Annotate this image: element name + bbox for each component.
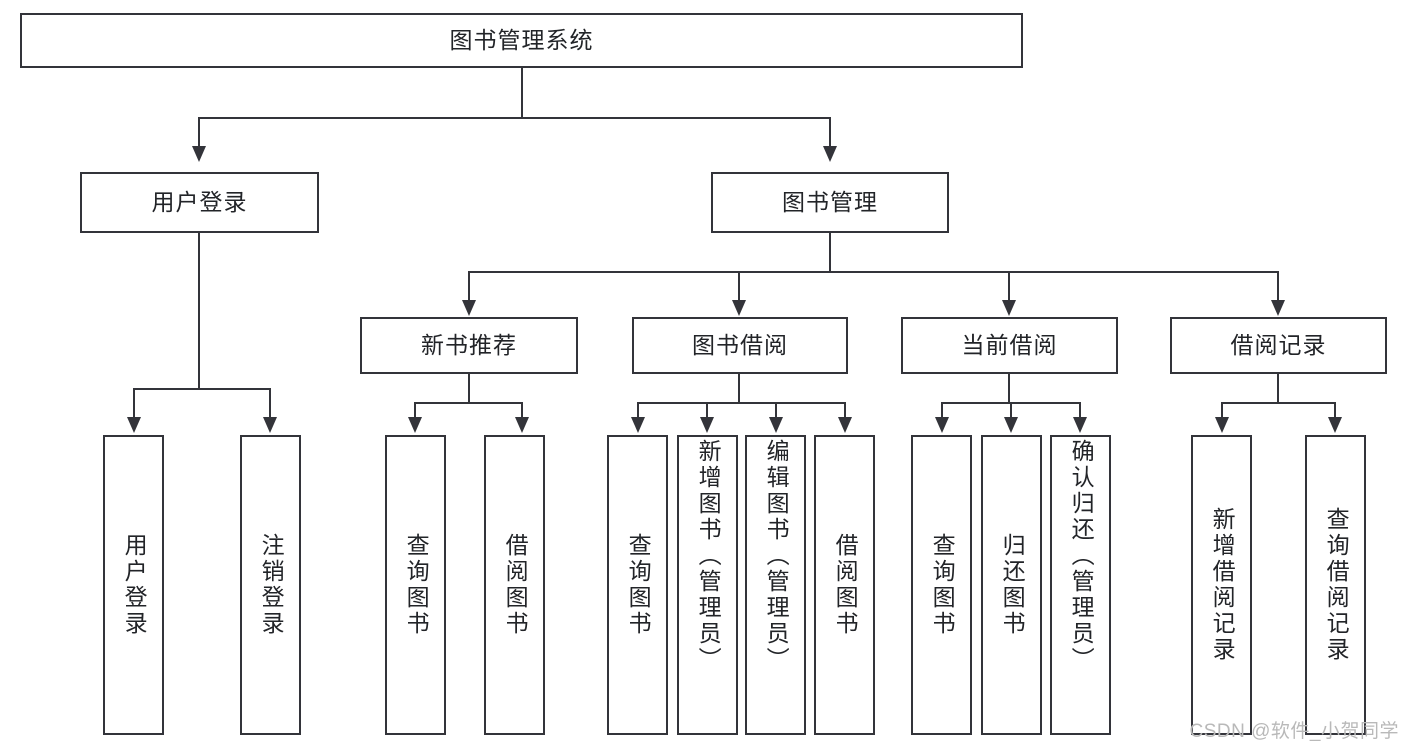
connector-level2-bus xyxy=(198,117,831,119)
connector-user-login-bus xyxy=(133,388,270,390)
connector-current-borrow-stem xyxy=(1008,374,1010,403)
connector-drop-br-leaf-1 xyxy=(1221,402,1223,418)
connector-drop-nbr-leaf-2 xyxy=(521,402,523,418)
node-label: 借阅图书 xyxy=(502,533,529,637)
arrowhead-book-borrow xyxy=(732,300,746,316)
arrowhead-cb-leaf-1 xyxy=(935,417,949,433)
connector-drop-user-login-leaf-2 xyxy=(269,388,271,418)
leaf-user-login-login[interactable]: 用户登录 xyxy=(103,435,164,735)
arrowhead-current-borrow xyxy=(1002,300,1016,316)
connector-drop-cb-leaf-1 xyxy=(941,402,943,418)
connector-drop-new-book-recommend xyxy=(468,271,470,301)
node-label: 注销登录 xyxy=(258,533,285,637)
leaf-book-borrow-add-book-admin[interactable]: 新增图书（管理员） xyxy=(677,435,738,735)
arrowhead-bb-leaf-4 xyxy=(838,417,852,433)
node-label: 查询图书 xyxy=(929,533,956,637)
arrowhead-nbr-leaf-2 xyxy=(515,417,529,433)
arrowhead-bb-leaf-3 xyxy=(769,417,783,433)
node-label: 新增借阅记录 xyxy=(1209,507,1236,663)
arrowhead-br-leaf-1 xyxy=(1215,417,1229,433)
connector-user-login-stem xyxy=(198,233,200,389)
node-label: 查询借阅记录 xyxy=(1323,507,1350,663)
leaf-user-login-logout[interactable]: 注销登录 xyxy=(240,435,301,735)
connector-drop-bb-leaf-4 xyxy=(844,402,846,418)
node-borrow-record[interactable]: 借阅记录 xyxy=(1170,317,1387,374)
connector-drop-nbr-leaf-1 xyxy=(414,402,416,418)
leaf-book-borrow-edit-book-admin[interactable]: 编辑图书（管理员） xyxy=(745,435,806,735)
connector-drop-current-borrow xyxy=(1008,271,1010,301)
connector-drop-book-borrow xyxy=(738,271,740,301)
arrowhead-cb-leaf-3 xyxy=(1073,417,1087,433)
node-label: 图书借阅 xyxy=(692,331,788,358)
node-label: 编辑图书（管理员） xyxy=(763,439,790,673)
connector-drop-user-login-leaf-1 xyxy=(133,388,135,418)
connector-drop-borrow-record xyxy=(1277,271,1279,301)
connector-drop-bb-leaf-3 xyxy=(775,402,777,418)
arrowhead-borrow-record xyxy=(1271,300,1285,316)
leaf-book-borrow-query-book[interactable]: 查询图书 xyxy=(607,435,668,735)
node-label: 查询图书 xyxy=(625,533,652,637)
arrowhead-new-book-recommend xyxy=(462,300,476,316)
connector-new-book-recommend-bus xyxy=(414,402,522,404)
node-label: 新增图书（管理员） xyxy=(695,439,722,673)
connector-book-borrow-stem xyxy=(738,374,740,403)
node-label: 确认归还（管理员） xyxy=(1068,439,1095,673)
arrowhead-bb-leaf-1 xyxy=(631,417,645,433)
node-label: 借阅图书 xyxy=(832,533,859,637)
arrowhead-book-management xyxy=(823,146,837,162)
node-label: 用户登录 xyxy=(121,533,148,637)
connector-borrow-record-bus xyxy=(1221,402,1335,404)
connector-level3-bus xyxy=(468,271,1279,273)
node-label: 归还图书 xyxy=(999,533,1026,637)
connector-drop-bb-leaf-1 xyxy=(637,402,639,418)
connector-book-borrow-bus xyxy=(637,402,845,404)
node-label: 图书管理系统 xyxy=(449,26,594,53)
connector-new-book-recommend-stem xyxy=(468,374,470,403)
leaf-borrow-record-query-record[interactable]: 查询借阅记录 xyxy=(1305,435,1366,735)
node-book-borrow[interactable]: 图书借阅 xyxy=(632,317,848,374)
leaf-new-book-query-book[interactable]: 查询图书 xyxy=(385,435,446,735)
arrowhead-user-login-leaf-1 xyxy=(127,417,141,433)
connector-drop-bb-leaf-2 xyxy=(706,402,708,418)
arrowhead-cb-leaf-2 xyxy=(1004,417,1018,433)
node-label: 图书管理 xyxy=(782,188,878,215)
arrowhead-nbr-leaf-1 xyxy=(408,417,422,433)
arrowhead-user-login xyxy=(192,146,206,162)
leaf-new-book-borrow-book[interactable]: 借阅图书 xyxy=(484,435,545,735)
node-label: 用户登录 xyxy=(151,188,248,215)
connector-book-management-stem xyxy=(829,233,831,272)
connector-drop-cb-leaf-2 xyxy=(1010,402,1012,418)
node-label: 查询图书 xyxy=(403,533,430,637)
leaf-current-borrow-confirm-return-admin[interactable]: 确认归还（管理员） xyxy=(1050,435,1111,735)
node-label: 借阅记录 xyxy=(1230,331,1327,358)
node-label: 新书推荐 xyxy=(421,331,517,358)
node-label: 当前借阅 xyxy=(961,331,1058,358)
node-new-book-recommend[interactable]: 新书推荐 xyxy=(360,317,578,374)
node-book-management[interactable]: 图书管理 xyxy=(711,172,949,233)
node-user-login[interactable]: 用户登录 xyxy=(80,172,319,233)
connector-drop-cb-leaf-3 xyxy=(1079,402,1081,418)
leaf-current-borrow-query-book[interactable]: 查询图书 xyxy=(911,435,972,735)
connector-borrow-record-stem xyxy=(1277,374,1279,403)
connector-drop-book-management xyxy=(829,117,831,147)
leaf-current-borrow-return-book[interactable]: 归还图书 xyxy=(981,435,1042,735)
connector-root-stem xyxy=(521,68,523,118)
arrowhead-bb-leaf-2 xyxy=(700,417,714,433)
leaf-book-borrow-borrow-book[interactable]: 借阅图书 xyxy=(814,435,875,735)
leaf-borrow-record-add-record[interactable]: 新增借阅记录 xyxy=(1191,435,1252,735)
node-root-book-management-system[interactable]: 图书管理系统 xyxy=(20,13,1023,68)
connector-drop-br-leaf-2 xyxy=(1334,402,1336,418)
watermark-text: CSDN @软件_小贺同学 xyxy=(1189,721,1399,742)
connector-drop-user-login xyxy=(198,117,200,147)
arrowhead-user-login-leaf-2 xyxy=(263,417,277,433)
arrowhead-br-leaf-2 xyxy=(1328,417,1342,433)
node-current-borrow[interactable]: 当前借阅 xyxy=(901,317,1118,374)
